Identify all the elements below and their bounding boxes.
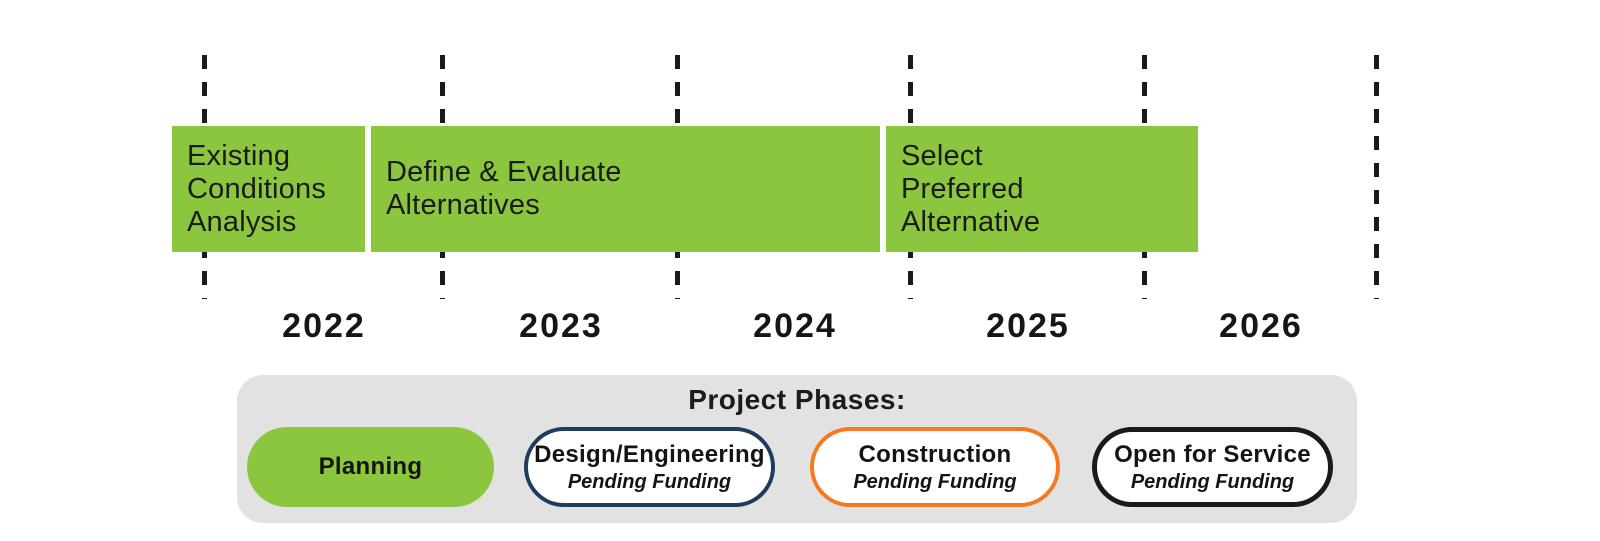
phase-bar-label-line: Analysis xyxy=(187,205,297,238)
phase-bar-label-line: Alternative xyxy=(901,205,1041,238)
year-label-2026: 2026 xyxy=(1219,307,1303,345)
legend-title: Project Phases: xyxy=(688,384,906,415)
phase-bar-label-line: Existing xyxy=(187,139,291,172)
phase-bar-existing-conditions: Existing Conditions Analysis xyxy=(172,126,365,252)
legend-pill-sublabel: Pending Funding xyxy=(853,470,1017,493)
phase-bar-define-evaluate-alternatives: Define & Evaluate Alternatives xyxy=(371,126,880,252)
phase-bar-label-line: Alternatives xyxy=(386,189,540,221)
legend-pill-design-engineering: Design/Engineering Pending Funding xyxy=(524,427,775,507)
phase-bar-label-line: Preferred xyxy=(901,172,1024,205)
legend-pill-planning: Planning xyxy=(247,427,494,507)
year-label-2022: 2022 xyxy=(282,307,366,345)
legend-pill-label: Construction xyxy=(858,440,1012,468)
legend-pill-sublabel: Pending Funding xyxy=(567,470,732,493)
legend-box: Project Phases: Planning Design/Engineer… xyxy=(237,375,1357,523)
year-label-2024: 2024 xyxy=(753,307,837,345)
legend-pill-label: Design/Engineering xyxy=(534,440,765,468)
legend-pill-construction: Construction Pending Funding xyxy=(810,427,1060,507)
year-gridline xyxy=(1374,55,1379,299)
legend-pill-open-for-service: Open for Service Pending Funding xyxy=(1092,427,1333,507)
year-label-2025: 2025 xyxy=(986,307,1070,345)
legend-pill-label: Planning xyxy=(318,453,423,480)
year-label-2023: 2023 xyxy=(519,307,603,345)
legend-pill-sublabel: Pending Funding xyxy=(1130,470,1295,493)
phase-bar-label-line: Conditions xyxy=(187,172,327,205)
phase-bar-label-line: Select xyxy=(901,139,983,172)
phase-bar-select-preferred-alternative: Select Preferred Alternative xyxy=(886,126,1198,252)
legend-pill-label: Open for Service xyxy=(1114,440,1311,468)
phase-bar-label-line: Define & Evaluate xyxy=(386,156,622,188)
